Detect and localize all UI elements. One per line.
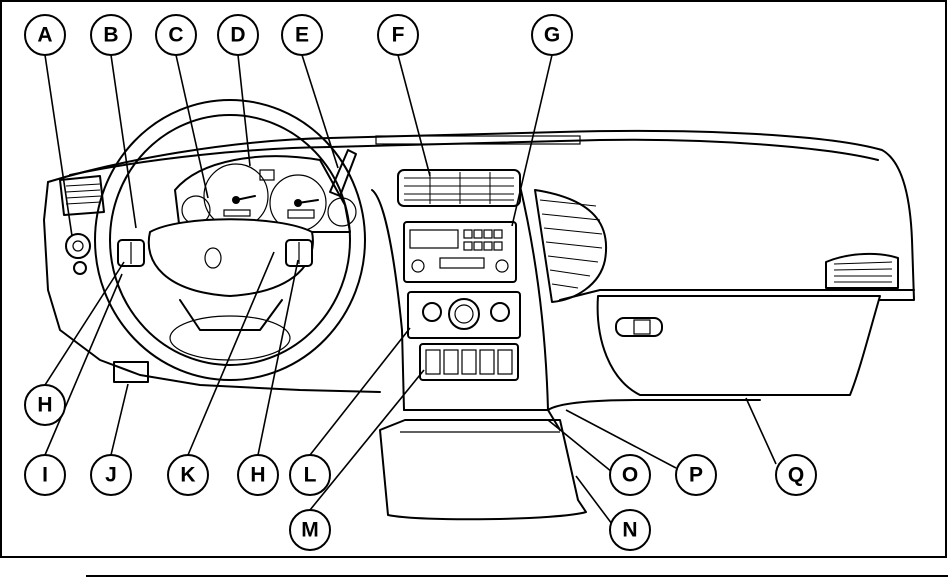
callout-label: P — [689, 464, 703, 487]
callout-label: H — [37, 394, 52, 417]
callout-label: O — [622, 464, 638, 487]
callout-B: B — [91, 15, 131, 55]
callout-label: L — [304, 464, 317, 487]
callout-label: F — [392, 24, 405, 47]
callout-H-right: H — [238, 455, 278, 495]
callout-P: P — [676, 455, 716, 495]
callout-O: O — [610, 455, 650, 495]
callout-L: L — [290, 455, 330, 495]
callout-label: M — [301, 519, 319, 542]
callout-label: K — [180, 464, 195, 487]
callout-label: Q — [788, 464, 804, 487]
callout-Q: Q — [776, 455, 816, 495]
dashboard-drawing — [44, 100, 914, 519]
callout-label: H — [250, 464, 265, 487]
callout-E: E — [282, 15, 322, 55]
callout-F: F — [378, 15, 418, 55]
callout-M: M — [290, 510, 330, 550]
callout-label: D — [230, 24, 245, 47]
callout-D: D — [218, 15, 258, 55]
callout-label: A — [37, 24, 52, 47]
callout-label: G — [544, 24, 560, 47]
callout-label: J — [105, 464, 117, 487]
callout-I: I — [25, 455, 65, 495]
callout-label: E — [295, 24, 309, 47]
callout-J: J — [91, 455, 131, 495]
callout-A: A — [25, 15, 65, 55]
callout-K: K — [168, 455, 208, 495]
callout-H-left: H — [25, 385, 65, 425]
callout-label: I — [42, 464, 48, 487]
callout-label: C — [168, 24, 183, 47]
callout-label: B — [103, 24, 118, 47]
callout-label: N — [622, 519, 637, 542]
callout-N: N — [610, 510, 650, 550]
callout-G: G — [532, 15, 572, 55]
callout-C: C — [156, 15, 196, 55]
